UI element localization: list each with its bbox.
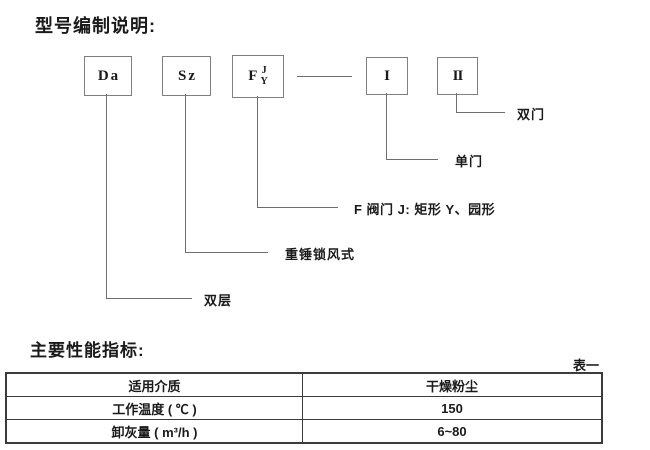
performance-title: 主要性能指标:: [30, 341, 145, 360]
table-row: 卸灰量 ( m³/h ) 6~80: [5, 419, 603, 444]
connector-two-horizontal: [456, 112, 505, 113]
diagram-title: 型号编制说明:: [35, 16, 156, 36]
model-box-two-label: II: [452, 67, 464, 84]
table-row: 适用介质 干燥粉尘: [5, 372, 603, 397]
row-temperature-value: 150: [302, 396, 603, 420]
connector-da-horizontal: [106, 298, 192, 299]
model-box-fjy: F J Y: [232, 55, 284, 98]
model-box-one: I: [366, 57, 408, 95]
model-box-da: Da: [84, 56, 132, 96]
model-box-f-label: F: [248, 68, 258, 84]
connector-sz-horizontal: [185, 252, 268, 253]
connector-one-vertical: [386, 93, 387, 159]
connector-da-vertical: [106, 94, 107, 298]
callout-valve-shape: F 阀门 J: 矩形 Y、园形: [354, 202, 496, 217]
row-medium-label: 适用介质: [5, 372, 303, 397]
model-box-sz-label: Sz: [178, 67, 197, 84]
callout-double-door: 双门: [517, 107, 546, 122]
model-box-da-label: Da: [97, 67, 121, 84]
connector-f-horizontal: [257, 207, 338, 208]
connector-sz-vertical: [185, 94, 186, 252]
row-discharge-value: 6~80: [302, 419, 603, 444]
model-box-one-label: I: [384, 67, 390, 84]
callout-single-door: 单门: [455, 154, 484, 169]
connector-two-vertical: [456, 93, 457, 112]
callout-lock-type: 重锤锁风式: [285, 247, 356, 262]
callout-double-layer: 双层: [204, 293, 233, 308]
row-medium-value: 干燥粉尘: [302, 372, 603, 397]
model-box-sz: Sz: [162, 56, 211, 96]
row-temperature-label: 工作温度 ( ℃ ): [5, 396, 303, 420]
model-box-jy-stack: J Y: [260, 65, 268, 87]
model-box-y-label: Y: [260, 75, 268, 87]
table-caption: 表一: [573, 358, 600, 373]
model-box-j-label: J: [261, 65, 267, 76]
connector-one-horizontal: [386, 159, 438, 160]
row-discharge-label: 卸灰量 ( m³/h ): [5, 419, 303, 444]
model-box-two: II: [437, 57, 478, 95]
table-row: 工作温度 ( ℃ ) 150: [5, 396, 603, 420]
connector-f-vertical: [257, 96, 258, 207]
performance-table: 适用介质 干燥粉尘 工作温度 ( ℃ ) 150 卸灰量 ( m³/h ) 6~…: [5, 372, 603, 444]
model-separator-line: [297, 76, 352, 77]
